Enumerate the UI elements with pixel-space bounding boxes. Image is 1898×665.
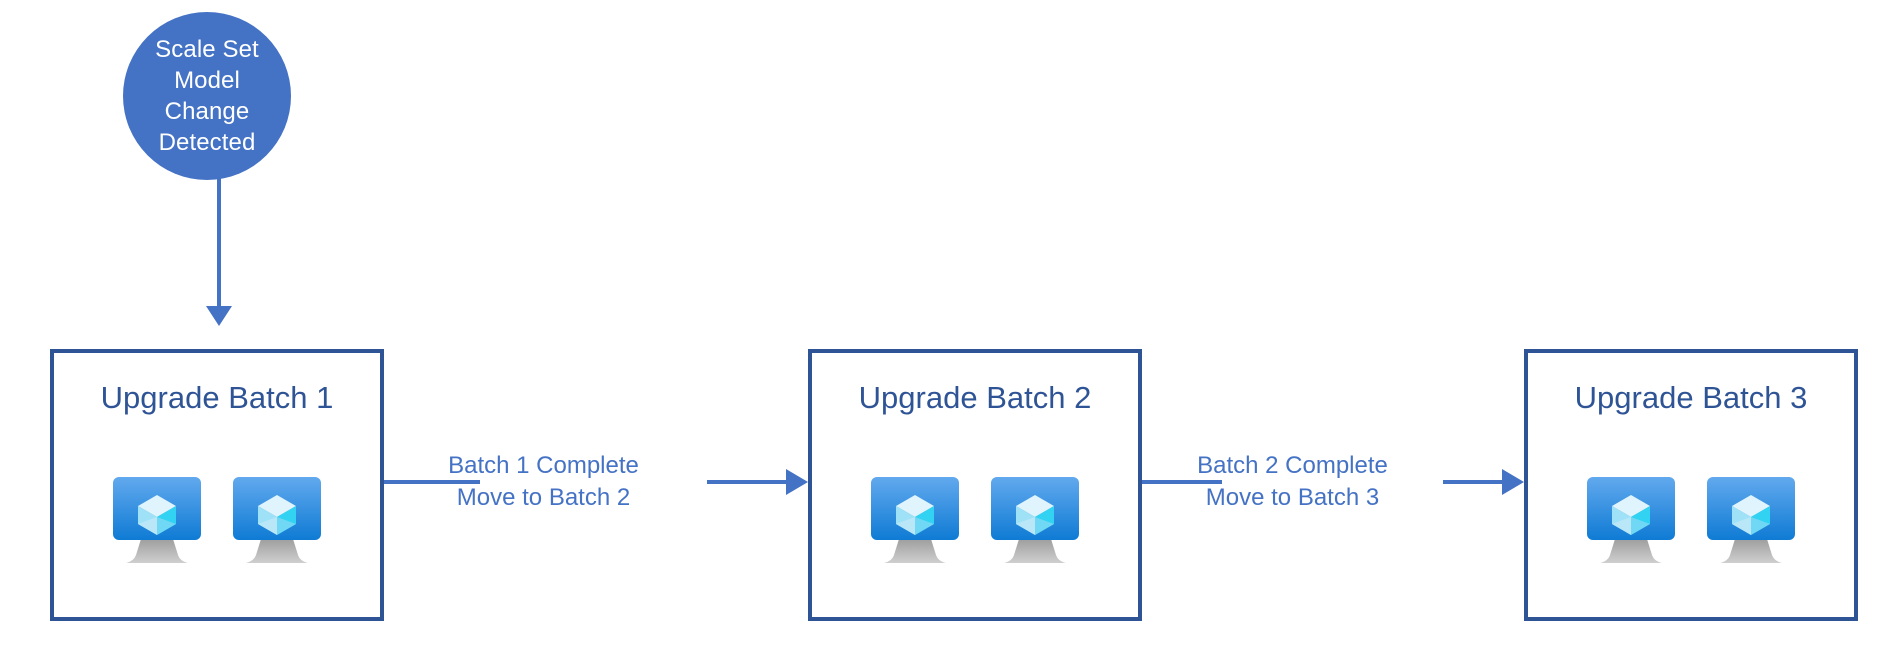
virtual-machine-icon[interactable] xyxy=(111,473,203,565)
connector-batch-1-to-batch-2-label: Batch 1 Complete Move to Batch 2 xyxy=(395,450,692,514)
connector-batch-2-to-batch-3-arrowhead xyxy=(1502,469,1524,495)
trigger-label-line-4: Detected xyxy=(158,129,256,156)
upgrade-batch-2-box[interactable]: Upgrade Batch 2 xyxy=(808,349,1142,621)
connector-trigger-to-batch-1-line xyxy=(217,178,221,308)
connector-batch-1-to-batch-2-line-right xyxy=(707,480,787,484)
upgrade-batch-2-vm-row xyxy=(812,473,1138,565)
virtual-machine-icon[interactable] xyxy=(869,473,961,565)
connector-batch-1-to-batch-2-label-line-1: Batch 1 Complete xyxy=(448,452,639,479)
connector-batch-1-to-batch-2-arrowhead xyxy=(786,469,808,495)
trigger-label-line-1: Scale Set xyxy=(155,36,259,63)
connector-batch-1-to-batch-2-label-line-2: Move to Batch 2 xyxy=(456,484,631,511)
upgrade-batch-2-title: Upgrade Batch 2 xyxy=(858,380,1092,415)
connector-batch-1-to-batch-2-line-left xyxy=(384,480,480,484)
connector-batch-2-to-batch-3-line-right xyxy=(1443,480,1503,484)
connector-batch-2-to-batch-3-label-line-2: Move to Batch 3 xyxy=(1205,484,1380,511)
upgrade-batch-1-title: Upgrade Batch 1 xyxy=(100,380,334,415)
trigger-label-line-2: Model xyxy=(174,67,240,94)
connector-trigger-to-batch-1-arrowhead xyxy=(206,306,232,326)
upgrade-batch-1-box[interactable]: Upgrade Batch 1 xyxy=(50,349,384,621)
connector-batch-2-to-batch-3-line-left xyxy=(1142,480,1222,484)
connector-batch-2-to-batch-3-label: Batch 2 Complete Move to Batch 3 xyxy=(1155,450,1430,514)
connector-batch-2-to-batch-3-label-line-1: Batch 2 Complete xyxy=(1197,452,1388,479)
virtual-machine-icon[interactable] xyxy=(1705,473,1797,565)
virtual-machine-icon[interactable] xyxy=(231,473,323,565)
virtual-machine-icon[interactable] xyxy=(989,473,1081,565)
upgrade-batch-3-box[interactable]: Upgrade Batch 3 xyxy=(1524,349,1858,621)
trigger-node-scale-set-model-change-detected[interactable]: Scale Set Model Change Detected xyxy=(123,12,291,180)
trigger-label-line-3: Change xyxy=(164,98,250,125)
upgrade-batch-3-title: Upgrade Batch 3 xyxy=(1574,380,1808,415)
virtual-machine-icon[interactable] xyxy=(1585,473,1677,565)
upgrade-batch-3-vm-row xyxy=(1528,473,1854,565)
upgrade-batch-1-vm-row xyxy=(54,473,380,565)
